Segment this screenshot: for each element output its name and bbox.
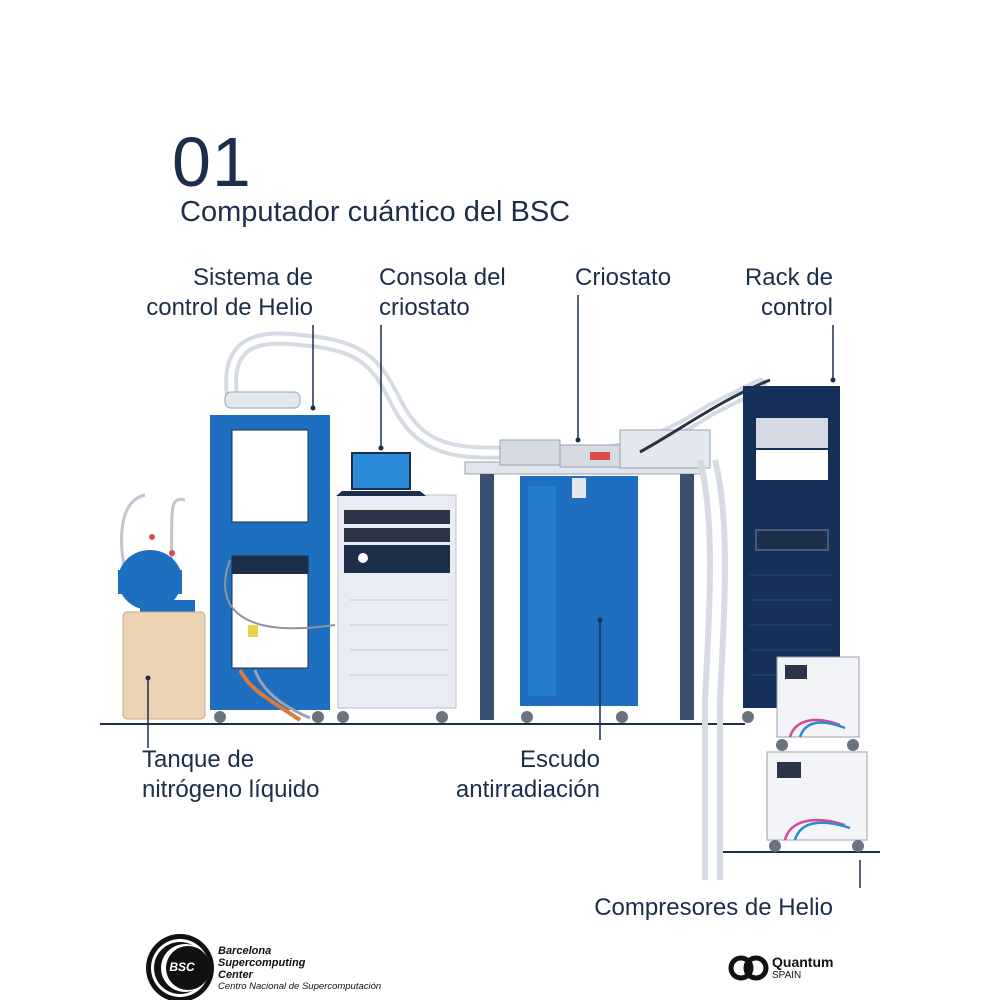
quantum-spain-logo-mark: [728, 955, 769, 981]
label-helium-compressors: Compresores de Helio: [594, 894, 833, 921]
nitrogen-tank: [118, 493, 206, 720]
label-cryostat-console: Consola del criostato: [379, 264, 506, 321]
radiation-shield: [520, 476, 638, 723]
page-title: Computador cuántico del BSC: [180, 196, 571, 228]
label-nitrogen-tank: Tanque de nitrógeno líquido: [142, 746, 320, 803]
bsc-line-3: Center: [218, 969, 253, 981]
bsc-line-2: Supercomputing: [218, 957, 306, 969]
qs-line-1: Quantum: [772, 954, 834, 970]
cryostat-console: [336, 452, 457, 723]
qs-line-2: SPAIN: [772, 970, 802, 981]
bsc-line-1: Barcelona: [218, 945, 272, 957]
label-radiation-shield: Escudo antirradiación: [455, 746, 600, 803]
control-rack: [742, 386, 840, 723]
bsc-logo-mark: [146, 934, 214, 1000]
label-cryostat: Criostato: [575, 264, 672, 291]
helium-compressor-top: [776, 656, 860, 751]
quantum-spain-wordmark: Quantum SPAIN: [772, 954, 834, 982]
label-control-rack: Rack de control: [744, 264, 833, 321]
cryostat-frame: [464, 429, 711, 720]
helium-compressor-bottom: [766, 751, 868, 852]
hose-connector: [224, 391, 301, 409]
label-helium-control: Sistema de control de Helio: [146, 264, 313, 321]
bsc-logo-text: BSC: [169, 960, 195, 974]
bsc-logo-wordmark: Barcelona Supercomputing Center Centro N…: [218, 945, 381, 993]
figure-number: 01: [172, 123, 252, 201]
bsc-line-4: Centro Nacional de Supercomputación: [218, 981, 382, 992]
helium-control-cabinet: [210, 415, 336, 723]
